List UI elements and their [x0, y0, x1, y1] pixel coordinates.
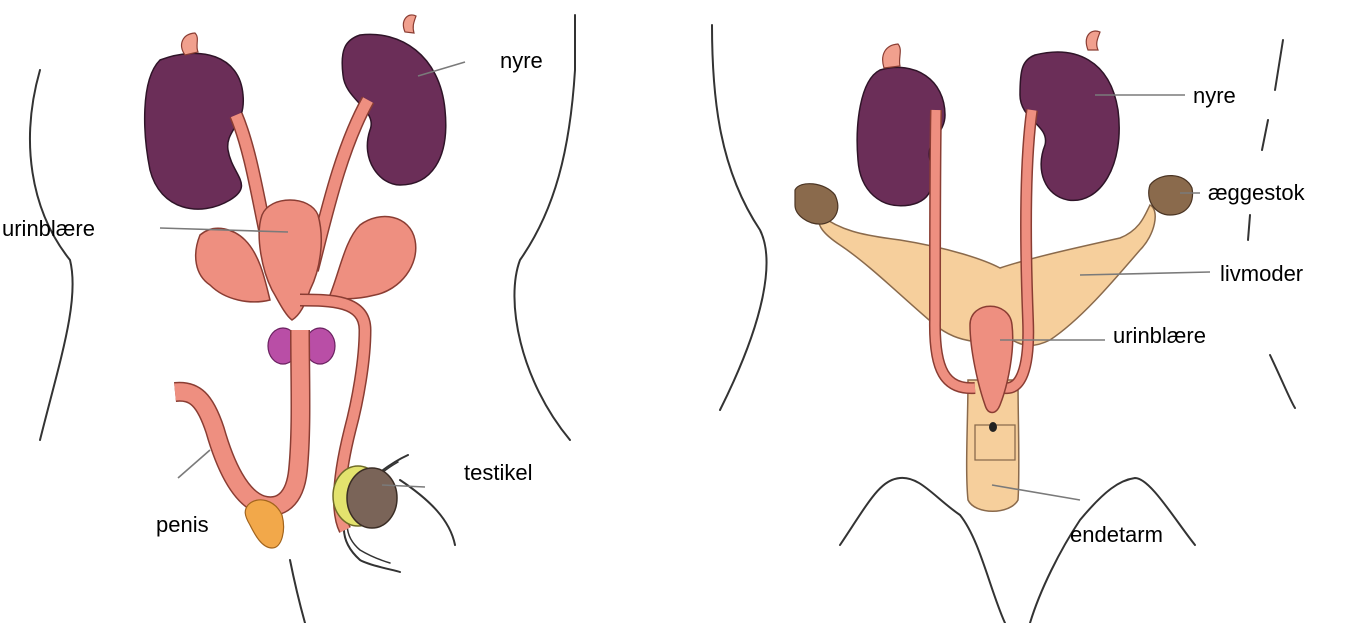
label-male-testikel: testikel — [464, 460, 532, 485]
female-diagram: nyre æggestok livmoder urinblære endetar… — [712, 25, 1306, 623]
leader-male-penis — [178, 450, 210, 478]
label-female-urinblaere: urinblære — [1113, 323, 1206, 348]
ovary-right — [1149, 176, 1193, 215]
label-female-nyre: nyre — [1193, 83, 1236, 108]
female-adrenal-right — [1086, 31, 1100, 50]
male-pelvis-line-right — [400, 480, 455, 545]
male-body-outline-left — [30, 70, 73, 440]
female-body-outline-right-low — [1248, 215, 1250, 240]
urethral-opening — [989, 422, 997, 432]
label-female-endetarm: endetarm — [1070, 522, 1163, 547]
male-kidney-left — [145, 53, 244, 209]
female-adrenal-left — [883, 44, 901, 68]
male-body-outline-right — [514, 15, 575, 440]
female-body-outline-right-top — [1275, 40, 1283, 90]
label-female-livmoder: livmoder — [1220, 261, 1303, 286]
female-body-outline-right-bottom — [1270, 355, 1295, 408]
female-ureter-left — [935, 110, 975, 388]
label-male-nyre: nyre — [500, 48, 543, 73]
seminal-vesicle-right — [330, 217, 416, 299]
male-adrenal-left — [182, 33, 198, 55]
male-adrenal-right — [403, 15, 416, 33]
female-body-outline-left — [712, 25, 767, 410]
female-pelvis-outline-right — [1030, 478, 1195, 623]
testicle — [347, 468, 397, 528]
ovary-left — [795, 184, 838, 224]
female-body-outline-right-mid — [1262, 120, 1268, 150]
label-male-urinblaere: urinblære — [2, 216, 95, 241]
male-pelvis-line — [290, 560, 305, 623]
label-female-aeggestok: æggestok — [1208, 180, 1306, 205]
label-male-penis: penis — [156, 512, 209, 537]
male-diagram: nyre urinblære penis testikel — [2, 15, 575, 623]
